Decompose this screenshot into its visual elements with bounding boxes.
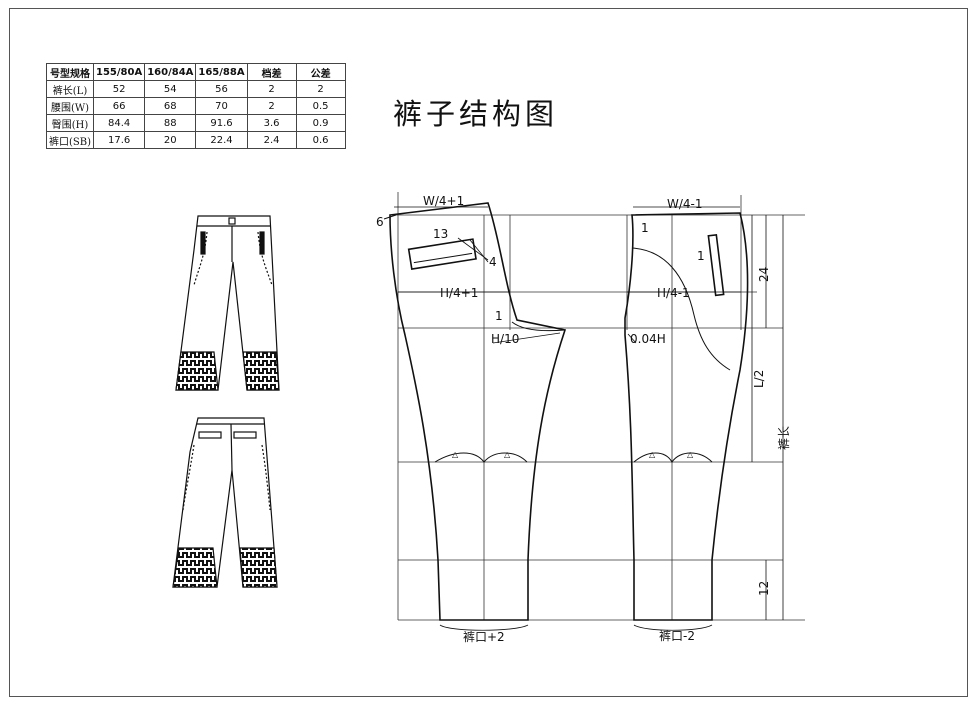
table-header-row: 号型规格 155/80A 160/84A 165/88A 档差 公差 (45, 63, 346, 81)
back-hip-label: H/4-1 (657, 286, 690, 300)
front-sketch-welt-left (200, 231, 206, 255)
back-view-sketch (172, 417, 278, 588)
front-sketch-welt-right (259, 231, 265, 255)
back-offset-pocket-label: 1 (697, 249, 705, 263)
table-row: 裤口(SB) 17.6 20 22.4 2.4 0.6 (45, 131, 346, 149)
dimension-labels: W/4+1 W/4-1 H/4+1 H/4-1 H/10 0.04H 裤口+2 … (376, 194, 791, 644)
front-sketch-cuff-right (242, 351, 280, 391)
front-offset-label: 1 (495, 309, 503, 323)
front-pattern-piece (383, 202, 567, 621)
back-pocket (707, 233, 725, 297)
front-knee-arc (434, 452, 528, 463)
table-row: 腰围(W) 66 68 70 2 0.5 (45, 97, 346, 115)
page-title: 裤子结构图 (393, 97, 559, 131)
back-knee-arc (633, 452, 713, 463)
crotch-leader (492, 332, 561, 344)
back-sketch-seam (230, 423, 233, 471)
back-hem-bracket (633, 624, 713, 631)
front-sketch-cuff-left (175, 351, 219, 391)
knee-mark-front-a: △ (452, 450, 459, 459)
back-sketch-cuff-left (172, 547, 218, 588)
table-cell: 22.4 (195, 131, 248, 149)
front-sketch-outline (175, 215, 280, 391)
back-waist-label: W/4-1 (667, 197, 703, 211)
back-hem-label: 裤口-2 (659, 629, 695, 643)
front-pocket-welt (407, 238, 477, 270)
knee-mark-front-b: △ (504, 450, 511, 459)
front-waist-label: W/4+1 (423, 194, 464, 208)
front-pocket-inner (413, 252, 473, 264)
page-frame (9, 8, 968, 697)
front-pocket (407, 238, 477, 270)
dimension-lines (394, 206, 784, 631)
front-piece-outline (389, 202, 567, 621)
size-spec-table: 号型规格 155/80A 160/84A 165/88A 档差 公差 裤长(L)… (45, 63, 346, 149)
knee-mark-back-a: △ (649, 450, 656, 459)
rise-label: 24 (757, 267, 771, 282)
back-crotch-label: 0.04H (630, 332, 666, 346)
back-sketch-cuff-right (239, 547, 278, 588)
pocket-width-label: 13 (433, 227, 448, 241)
front-hip-label: H/4+1 (440, 286, 478, 300)
back-sketch-pocket-left (198, 431, 222, 439)
front-hem-bracket (439, 624, 529, 631)
back-sketch-pocket-right (233, 431, 257, 439)
dart-label: 6 (376, 215, 384, 229)
back-pattern-piece (624, 212, 749, 621)
back-sketch-stitch-left (182, 444, 195, 511)
front-hem-label: 裤口+2 (463, 630, 505, 644)
front-piece-crotch-curve (511, 321, 566, 332)
back-pocket-welt (707, 233, 725, 297)
length-label: 裤长 (777, 426, 791, 450)
front-piece-dart (383, 214, 397, 220)
back-crotch-leader (627, 333, 637, 344)
table-cell: 17.6 (93, 131, 146, 149)
front-sketch-pocket-left (193, 231, 208, 286)
table-cell: 0.6 (295, 131, 346, 149)
front-sketch-button (228, 217, 236, 225)
knee-mark-back-b: △ (687, 450, 694, 459)
back-offset-top-label: 1 (641, 221, 649, 235)
knee-line-label: L/2 (752, 370, 766, 388)
pocket-depth-label: 4 (489, 255, 497, 269)
front-crotch-label: H/10 (491, 332, 519, 346)
table-cell: 20 (144, 131, 197, 149)
pocket-leader-b (469, 239, 489, 263)
front-view-sketch (175, 215, 280, 391)
back-piece-outline (624, 212, 749, 621)
back-piece-seat-curve (631, 247, 731, 371)
table-row: 臀围(H) 84.4 88 91.6 3.6 0.9 (45, 114, 346, 132)
front-sketch-pocket-right (257, 231, 273, 286)
hem-band-label: 12 (757, 581, 771, 596)
